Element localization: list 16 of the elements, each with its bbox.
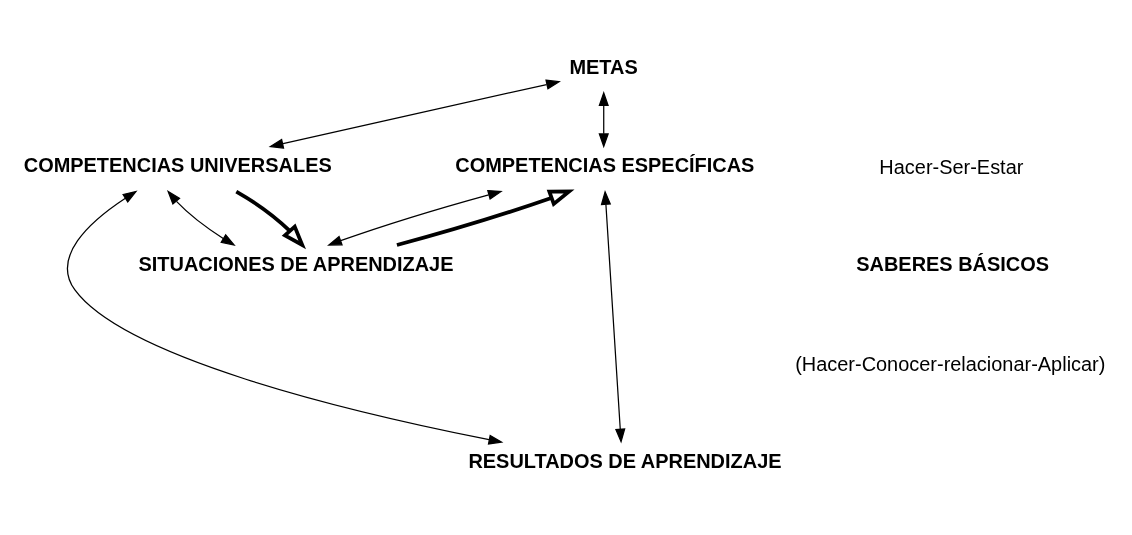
node-text: COMPETENCIAS UNIVERSALES (23, 154, 332, 177)
arrow (598, 91, 609, 149)
label: (Hacer-Conocer-relacionar-Aplicar) (795, 352, 1106, 375)
arrow (235, 189, 306, 250)
node-text: SITUACIONES DE APRENDIZAJE (138, 252, 454, 275)
arrow (396, 189, 575, 247)
arrow (66, 190, 504, 445)
node-text: RESULTADOS DE APRENDIZAJE (468, 450, 782, 473)
arrow (600, 189, 626, 444)
node-text: METAS (569, 55, 638, 78)
label: SABERES BÁSICOS (856, 252, 1050, 275)
label: Hacer-Ser-Estar (879, 155, 1024, 178)
node-text: COMPETENCIAS ESPECÍFICAS (455, 154, 755, 177)
arrow (166, 190, 236, 246)
arrow (327, 189, 503, 246)
arrow (268, 79, 561, 149)
